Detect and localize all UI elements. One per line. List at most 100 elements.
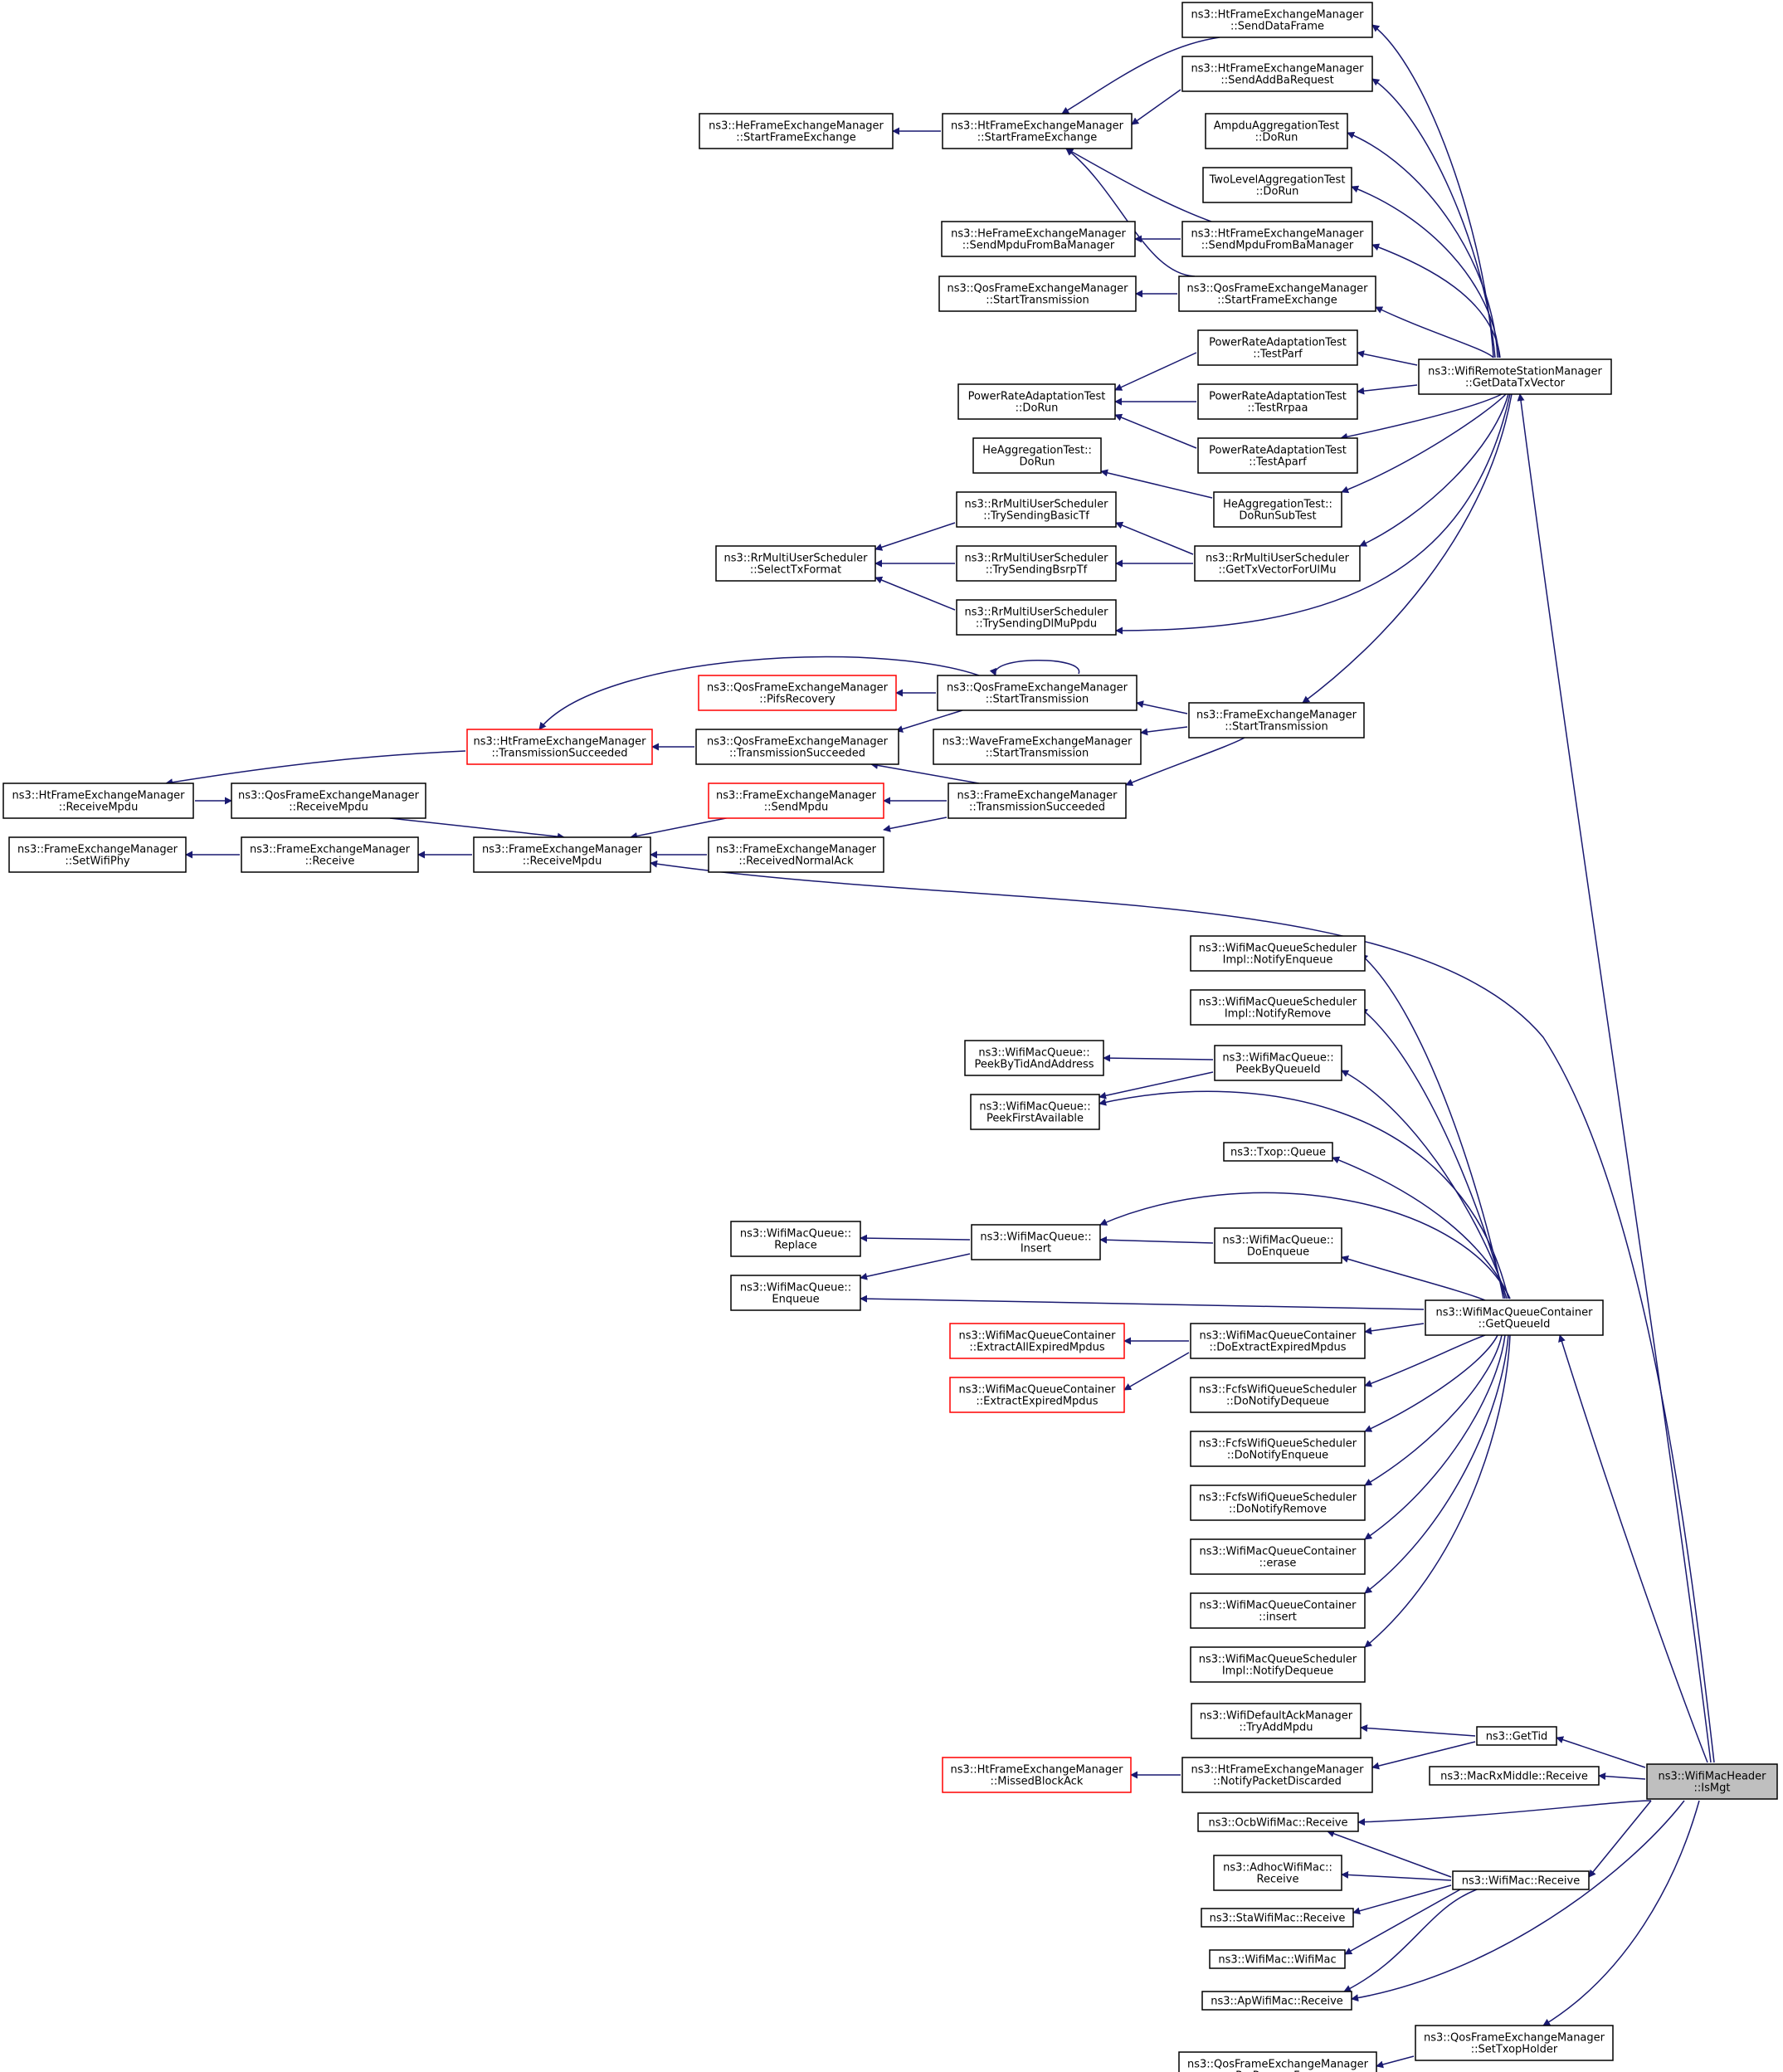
node-qosrmpdu[interactable]: ns3::QosFrameExchangeManager::ReceiveMpd… (231, 782, 426, 819)
node-qosts[interactable]: ns3::QosFrameExchangeManager::Transmissi… (695, 729, 899, 765)
node-box[interactable] (949, 1323, 1125, 1359)
node-gdtv[interactable]: ns3::WifiRemoteStationManager::GetDataTx… (1418, 358, 1612, 395)
node-box[interactable] (2, 782, 194, 819)
node-pbqid[interactable]: ns3::WifiMacQueue::PeekByQueueId (1214, 1045, 1342, 1081)
node-box[interactable] (956, 491, 1117, 528)
node-heagg[interactable]: HeAggregationTest::DoRun (972, 437, 1102, 474)
node-pbtid[interactable]: ns3::WifiMacQueue::PeekByTidAndAddress (964, 1040, 1104, 1076)
node-tryadd[interactable]: ns3::WifiDefaultAckManager::TryAddMpdu (1191, 1703, 1362, 1739)
node-fesendmpdu[interactable]: ns3::FrameExchangeManager::SendMpdu (708, 782, 884, 819)
node-box[interactable] (941, 221, 1136, 257)
node-box[interactable] (971, 1224, 1101, 1260)
node-fcfsdeq[interactable]: ns3::FcfsWifiQueueScheduler::DoNotifyDeq… (1190, 1377, 1366, 1413)
node-box[interactable] (1188, 702, 1365, 739)
node-ferecv[interactable]: ns3::FrameExchangeManager::Receive (241, 836, 419, 873)
node-box[interactable] (942, 1757, 1132, 1793)
node-replace[interactable]: ns3::WifiMacQueue::Replace (730, 1221, 861, 1257)
node-box[interactable] (708, 836, 884, 873)
node-box[interactable] (957, 383, 1116, 420)
node-qosst1[interactable]: ns3::QosFrameExchangeManager::StartTrans… (938, 275, 1137, 312)
node-macrx[interactable]: ns3::MacRxMiddle::Receive (1429, 1766, 1600, 1786)
node-box[interactable] (1214, 1227, 1342, 1264)
node-box[interactable] (1452, 1870, 1590, 1890)
node-box[interactable] (699, 113, 894, 149)
node-box[interactable] (231, 782, 426, 819)
node-box[interactable] (1646, 1763, 1778, 1800)
node-htrmpdu[interactable]: ns3::HtFrameExchangeManager::ReceiveMpdu (2, 782, 194, 819)
node-rrselect[interactable]: ns3::RrMultiUserScheduler::SelectTxForma… (715, 545, 876, 582)
node-qospifs[interactable]: ns3::QosFrameExchangeManager::PifsRecove… (698, 675, 897, 711)
node-wavest[interactable]: ns3::WaveFrameExchangeManager::StartTran… (933, 729, 1142, 765)
node-box[interactable] (1213, 1855, 1342, 1891)
node-box[interactable] (1425, 1299, 1604, 1336)
node-box[interactable] (1190, 1485, 1366, 1521)
node-box[interactable] (1214, 1045, 1342, 1081)
node-ampdu[interactable]: AmpduAggregationTest::DoRun (1205, 113, 1348, 149)
node-rrdlmu[interactable]: ns3::RrMultiUserScheduler::TrySendingDlM… (956, 599, 1117, 636)
node-extall[interactable]: ns3::WifiMacQueueContainer::ExtractAllEx… (949, 1323, 1125, 1359)
node-fermpdu[interactable]: ns3::FrameExchangeManager::ReceiveMpdu (473, 836, 651, 873)
node-fcfsrem[interactable]: ns3::FcfsWifiQueueScheduler::DoNotifyRem… (1190, 1485, 1366, 1521)
node-doenq[interactable]: ns3::WifiMacQueue::DoEnqueue (1214, 1227, 1342, 1264)
node-box[interactable] (1194, 545, 1361, 582)
node-box[interactable] (1205, 113, 1348, 149)
node-box[interactable] (695, 729, 899, 765)
node-box[interactable] (1181, 2, 1373, 38)
node-box[interactable] (970, 1094, 1100, 1130)
node-htts[interactable]: ns3::HtFrameExchangeManager::Transmissio… (466, 729, 653, 765)
node-box[interactable] (1209, 1949, 1346, 1969)
node-erase[interactable]: ns3::WifiMacQueueContainer::erase (1190, 1538, 1366, 1575)
node-htsmba[interactable]: ns3::HtFrameExchangeManager::SendMpduFro… (1181, 221, 1373, 257)
node-preproc[interactable]: ns3::QosFrameExchangeManager::PreProcess… (1178, 2051, 1377, 2072)
node-box[interactable] (1178, 275, 1376, 312)
node-box[interactable] (933, 729, 1142, 765)
node-box[interactable] (1190, 935, 1366, 972)
node-box[interactable] (1181, 221, 1373, 257)
node-qossfe[interactable]: ns3::QosFrameExchangeManager::StartFrame… (1178, 275, 1376, 312)
node-adhoc[interactable]: ns3::AdhocWifiMac::Receive (1213, 1855, 1342, 1891)
node-gqid[interactable]: ns3::WifiMacQueueContainer::GetQueueId (1425, 1299, 1604, 1336)
node-pfirst[interactable]: ns3::WifiMacQueue::PeekFirstAvailable (970, 1094, 1100, 1130)
node-box[interactable] (1190, 1377, 1366, 1413)
node-enqueue[interactable]: ns3::WifiMacQueue::Enqueue (730, 1275, 861, 1311)
node-box[interactable] (1197, 329, 1358, 366)
node-wmctor[interactable]: ns3::WifiMac::WifiMac (1209, 1949, 1346, 1969)
node-prtparf[interactable]: PowerRateAdaptationTest::TestParf (1197, 329, 1358, 366)
node-box[interactable] (956, 545, 1117, 582)
node-box[interactable] (708, 782, 884, 819)
node-fcfsenq[interactable]: ns3::FcfsWifiQueueScheduler::DoNotifyEnq… (1190, 1431, 1366, 1467)
node-insert[interactable]: ns3::WifiMacQueue::Insert (971, 1224, 1101, 1260)
node-box[interactable] (730, 1221, 861, 1257)
node-box[interactable] (1197, 1812, 1359, 1832)
node-rrgettx[interactable]: ns3::RrMultiUserScheduler::GetTxVectorFo… (1194, 545, 1361, 582)
node-sta[interactable]: ns3::StaWifiMac::Receive (1201, 1908, 1354, 1928)
node-box[interactable] (1418, 358, 1612, 395)
node-box[interactable] (1191, 1703, 1362, 1739)
node-box[interactable] (241, 836, 419, 873)
node-htnpd[interactable]: ns3::HtFrameExchangeManager::NotifyPacke… (1181, 1757, 1373, 1793)
node-box[interactable] (1201, 1908, 1354, 1928)
node-box[interactable] (938, 275, 1137, 312)
node-prtaparf[interactable]: PowerRateAdaptationTest::TestAparf (1197, 437, 1358, 474)
node-box[interactable] (1190, 1538, 1366, 1575)
node-box[interactable] (1197, 437, 1358, 474)
node-qosst2[interactable]: ns3::QosFrameExchangeManager::StartTrans… (937, 675, 1138, 711)
node-box[interactable] (698, 675, 897, 711)
node-ap[interactable]: ns3::ApWifiMac::Receive (1201, 1991, 1352, 2011)
node-fest[interactable]: ns3::FrameExchangeManager::StartTransmis… (1188, 702, 1365, 739)
node-heaggsub[interactable]: HeAggregationTest::DoRunSubTest (1213, 491, 1342, 528)
node-rrbsrp[interactable]: ns3::RrMultiUserScheduler::TrySendingBsr… (956, 545, 1117, 582)
node-box[interactable] (937, 675, 1138, 711)
node-box[interactable] (1415, 2025, 1614, 2061)
node-htmba[interactable]: ns3::HtFrameExchangeManager::MissedBlock… (942, 1757, 1132, 1793)
node-prtdorun[interactable]: PowerRateAdaptationTest::DoRun (957, 383, 1116, 420)
node-box[interactable] (948, 782, 1127, 819)
node-box[interactable] (964, 1040, 1104, 1076)
node-box[interactable] (1181, 56, 1373, 92)
node-box[interactable] (1201, 1991, 1352, 2011)
node-ocb[interactable]: ns3::OcbWifiMac::Receive (1197, 1812, 1359, 1832)
node-prtrrpaa[interactable]: PowerRateAdaptationTest::TestRrpaa (1197, 383, 1358, 420)
node-box[interactable] (1190, 1323, 1366, 1359)
node-box[interactable] (466, 729, 653, 765)
node-box[interactable] (1190, 1592, 1366, 1629)
